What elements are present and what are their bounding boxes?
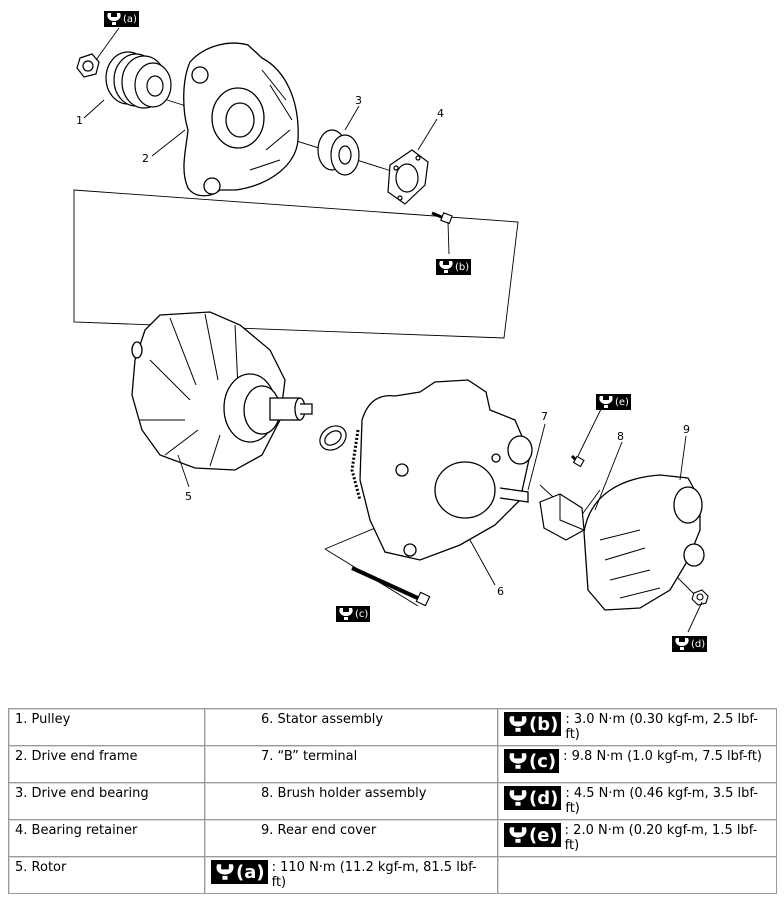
legend-row: 4. Bearing retainer 9. Rear end cover (e… — [8, 819, 777, 857]
callout-2: 2 — [142, 152, 149, 165]
legend-torque-cell: (a) : 110 N·m (11.2 kgf-m, 81.5 lbf-ft) — [204, 856, 498, 894]
torque-letter: (d) — [529, 787, 559, 809]
torque-value: : 3.0 N·m (0.30 kgf-m, 2.5 lbf-ft) — [565, 712, 758, 742]
legend-torque-cell: (d) : 4.5 N·m (0.46 kgf-m, 3.5 lbf-ft) — [497, 782, 777, 820]
callout-4: 4 — [437, 107, 444, 120]
bearing-retainer-part — [387, 149, 429, 205]
legend-row: 2. Drive end frame 7. “B” terminal (c) :… — [8, 745, 777, 783]
nut-d-part — [691, 589, 709, 606]
legend-torque-cell: (c) : 9.8 N·m (1.0 kgf-m, 7.5 lbf-ft) — [497, 745, 777, 783]
pulley-part — [76, 51, 172, 109]
torque-value: : 2.0 N·m (0.20 kgf-m, 1.5 lbf-ft) — [564, 823, 758, 853]
torque-letter: (b) — [529, 713, 559, 735]
callout-9: 9 — [683, 423, 690, 436]
torque-tag-label: (c) — [355, 608, 369, 620]
screw-b-part — [431, 211, 453, 225]
legend-cell: 3. Drive end bearing — [8, 782, 205, 820]
callout-7: 7 — [541, 410, 548, 423]
legend-torque-cell: (b) : 3.0 N·m (0.30 kgf-m, 2.5 lbf-ft) — [497, 708, 777, 746]
torque-tag-b: (b) — [436, 257, 472, 277]
callout-8: 8 — [617, 430, 624, 443]
torque-wrench-icon — [339, 608, 353, 620]
legend-cell: 4. Bearing retainer — [8, 819, 205, 857]
stator-assembly-part — [350, 379, 533, 561]
legend-cell: 5. Rotor — [8, 856, 205, 894]
legend-torque-cell: (e) : 2.0 N·m (0.20 kgf-m, 1.5 lbf-ft) — [497, 819, 777, 857]
legend-cell: 8. Brush holder assembly — [204, 782, 498, 820]
screw-e-part — [570, 454, 585, 468]
torque-wrench-icon — [509, 827, 527, 843]
torque-tag-label: (a) — [123, 13, 137, 25]
torque-wrench-icon — [439, 261, 453, 273]
rear-end-cover-part — [583, 474, 705, 611]
parts-legend-table: 1. Pulley 6. Stator assembly (b) : 3.0 N… — [8, 708, 777, 894]
legend-cell: 9. Rear end cover — [204, 819, 498, 857]
callout-6: 6 — [497, 585, 504, 598]
torque-tag-d: (d) — [672, 634, 708, 654]
legend-row: 3. Drive end bearing 8. Brush holder ass… — [8, 782, 777, 820]
spacer-ring-part — [319, 425, 347, 451]
torque-tag-a: (a) — [104, 9, 139, 29]
legend-cell: 6. Stator assembly — [204, 708, 498, 746]
drive-end-bearing-part — [317, 129, 360, 176]
torque-tag-c: (c) — [336, 604, 371, 624]
torque-tag-e: (e) — [596, 392, 631, 412]
torque-wrench-icon — [509, 790, 527, 806]
legend-cell: 1. Pulley — [8, 708, 205, 746]
torque-value: : 4.5 N·m (0.46 kgf-m, 3.5 lbf-ft) — [565, 786, 758, 816]
torque-tag-label: (e) — [615, 396, 629, 408]
torque-letter: (e) — [529, 824, 558, 846]
drive-end-frame-part — [183, 42, 299, 197]
through-bolt-c-part — [351, 566, 431, 607]
brush-holder-part — [539, 493, 585, 541]
torque-wrench-icon — [509, 753, 527, 769]
torque-wrench-icon — [216, 864, 234, 880]
alternator-exploded-diagram: 1 2 3 4 5 6 7 8 9 — [73, 27, 709, 633]
torque-wrench-icon — [509, 716, 527, 732]
torque-letter: (c) — [529, 750, 557, 772]
torque-wrench-icon — [599, 396, 613, 408]
torque-value: : 110 N·m (11.2 kgf-m, 81.5 lbf-ft) — [271, 860, 477, 890]
torque-wrench-icon — [675, 638, 689, 650]
legend-row: 5. Rotor (a) : 110 N·m (11.2 kgf-m, 81.5… — [8, 856, 777, 894]
legend-row: 1. Pulley 6. Stator assembly (b) : 3.0 N… — [8, 708, 777, 746]
callout-3: 3 — [355, 94, 362, 107]
torque-value: : 9.8 N·m (1.0 kgf-m, 7.5 lbf-ft) — [563, 749, 762, 764]
rotor-part — [131, 311, 313, 471]
callout-5: 5 — [185, 490, 192, 503]
legend-cell: 7. “B” terminal — [204, 745, 498, 783]
legend-cell-empty — [497, 856, 777, 894]
legend-cell: 2. Drive end frame — [8, 745, 205, 783]
torque-tag-label: (b) — [455, 261, 470, 273]
callout-1: 1 — [76, 114, 83, 127]
torque-tag-label: (d) — [691, 638, 706, 650]
torque-wrench-icon — [107, 13, 121, 25]
torque-letter: (a) — [236, 861, 265, 883]
